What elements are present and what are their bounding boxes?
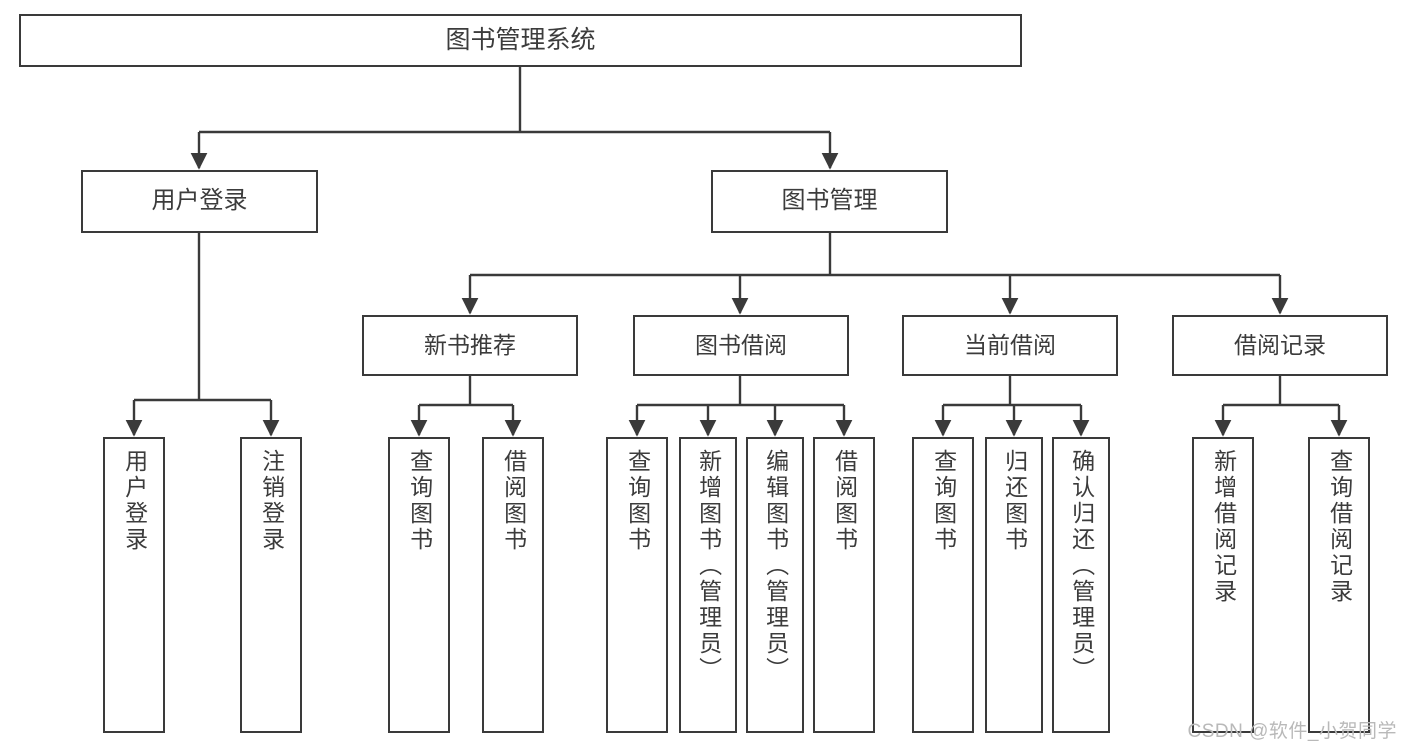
leaf-user-login-label: 用户登录 [121, 449, 148, 553]
leaf-newbook-borrow-book[interactable]: 借阅图书 [482, 437, 544, 733]
leaf-borrow-edit-book-admin[interactable]: 编辑图书（管理员） [746, 437, 804, 733]
node-book-borrow-label: 图书借阅 [695, 331, 787, 358]
node-root[interactable]: 图书管理系统 [19, 14, 1022, 67]
leaf-record-add-borrow-record-label: 新增借阅记录 [1210, 449, 1237, 605]
leaf-borrow-add-book-admin-label: 新增图书（管理员） [695, 449, 722, 683]
leaf-borrow-lend-book[interactable]: 借阅图书 [813, 437, 875, 733]
node-borrow-record-label: 借阅记录 [1234, 331, 1326, 358]
node-user-login[interactable]: 用户登录 [81, 170, 318, 233]
node-book-management-label: 图书管理 [781, 187, 878, 215]
leaf-current-return-book[interactable]: 归还图书 [985, 437, 1043, 733]
node-new-book-recommend-label: 新书推荐 [424, 331, 516, 358]
node-borrow-record[interactable]: 借阅记录 [1172, 315, 1388, 376]
node-root-label: 图书管理系统 [445, 25, 596, 54]
leaf-newbook-query-book-label: 查询图书 [406, 449, 433, 553]
leaf-newbook-borrow-book-label: 借阅图书 [500, 449, 527, 553]
leaf-borrow-edit-book-admin-label: 编辑图书（管理员） [762, 449, 789, 683]
leaf-borrow-lend-book-label: 借阅图书 [831, 449, 858, 553]
leaf-user-logout[interactable]: 注销登录 [240, 437, 302, 733]
leaf-current-confirm-return-admin[interactable]: 确认归还（管理员） [1052, 437, 1110, 733]
leaf-borrow-query-book[interactable]: 查询图书 [606, 437, 668, 733]
leaf-borrow-add-book-admin[interactable]: 新增图书（管理员） [679, 437, 737, 733]
node-user-login-label: 用户登录 [151, 187, 248, 215]
leaf-user-logout-label: 注销登录 [258, 449, 285, 553]
leaf-record-query-borrow-record[interactable]: 查询借阅记录 [1308, 437, 1370, 733]
leaf-newbook-query-book[interactable]: 查询图书 [388, 437, 450, 733]
leaf-borrow-query-book-label: 查询图书 [624, 449, 651, 553]
node-book-borrow[interactable]: 图书借阅 [633, 315, 849, 376]
leaf-current-return-book-label: 归还图书 [1001, 449, 1028, 553]
leaf-record-add-borrow-record[interactable]: 新增借阅记录 [1192, 437, 1254, 733]
node-new-book-recommend[interactable]: 新书推荐 [362, 315, 578, 376]
leaf-current-query-book-label: 查询图书 [930, 449, 957, 553]
leaf-record-query-borrow-record-label: 查询借阅记录 [1326, 449, 1353, 605]
watermark: CSDN @软件_小贺同学 [1187, 721, 1397, 742]
leaf-current-query-book[interactable]: 查询图书 [912, 437, 974, 733]
leaf-user-login[interactable]: 用户登录 [103, 437, 165, 733]
leaf-current-confirm-return-admin-label: 确认归还（管理员） [1068, 449, 1095, 683]
node-current-borrow-label: 当前借阅 [964, 331, 1056, 358]
node-current-borrow[interactable]: 当前借阅 [902, 315, 1118, 376]
node-book-management[interactable]: 图书管理 [711, 170, 948, 233]
